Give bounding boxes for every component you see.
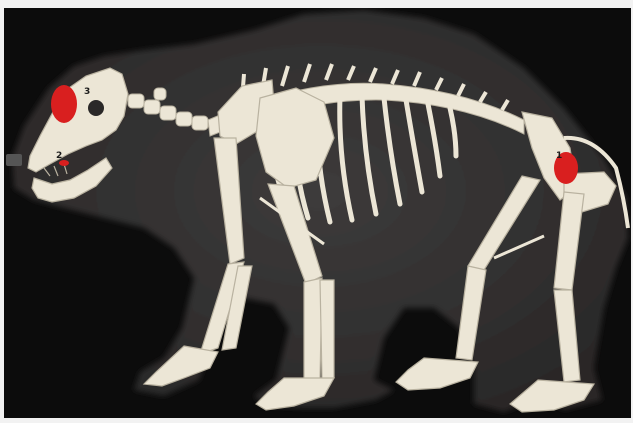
illustration-plate: 3 2 1 bbox=[4, 8, 631, 418]
hip-marker-label: 1 bbox=[556, 151, 562, 161]
skull-marker-label: 3 bbox=[84, 87, 90, 97]
skull-marker: 3 bbox=[84, 87, 90, 97]
bear-skeleton-illustration: 3 2 1 bbox=[4, 8, 631, 418]
hip-marker: 1 bbox=[556, 151, 562, 161]
jaw-marker-label: 2 bbox=[56, 151, 62, 161]
skull-highlight bbox=[51, 85, 77, 123]
jaw-marker: 2 bbox=[56, 151, 62, 161]
